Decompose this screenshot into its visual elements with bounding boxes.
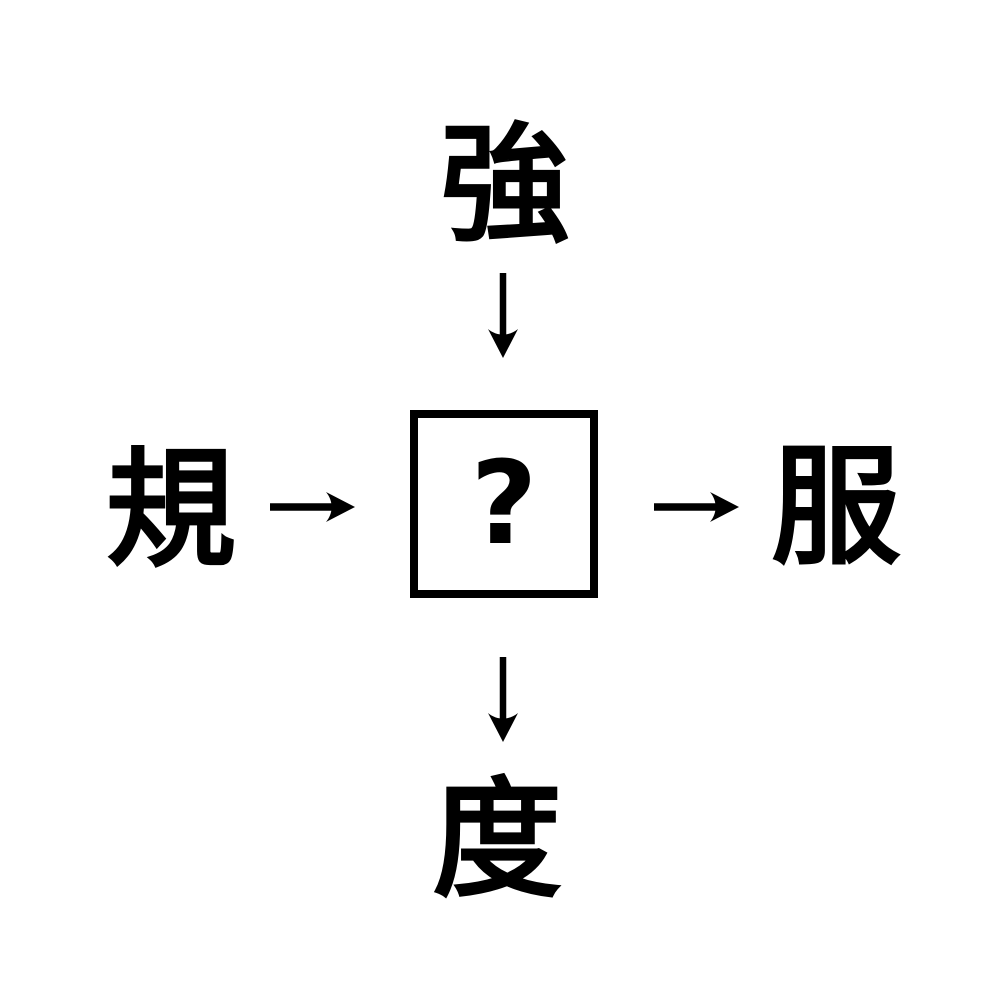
question-mark: ? [470, 436, 538, 571]
bottom-kanji: 度 [431, 764, 563, 916]
arrow-down-icon [486, 657, 520, 742]
answer-box: ? [410, 410, 598, 598]
arrow-down-icon [486, 273, 520, 358]
right-kanji: 服 [770, 431, 902, 583]
left-kanji: 規 [105, 434, 237, 586]
arrow-right-icon [270, 490, 355, 524]
arrow-right-icon [654, 490, 739, 524]
top-kanji: 強 [439, 109, 571, 261]
